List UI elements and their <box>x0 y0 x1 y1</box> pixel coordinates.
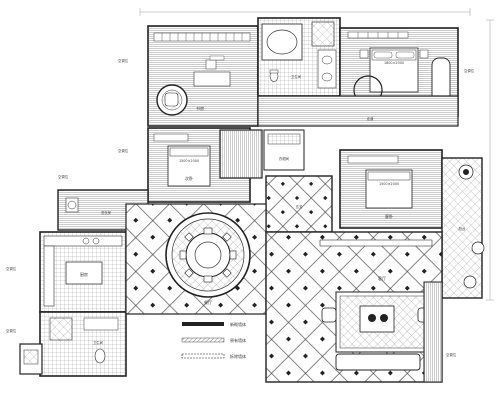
legend-swatch-demo <box>181 353 225 359</box>
room-study: 书房 <box>147 25 259 127</box>
room-label-wardrobe: 衣帽间 <box>279 156 290 161</box>
room-label-balcony: 阳台 <box>459 226 466 231</box>
annotation-6: 空调位 <box>464 68 475 73</box>
bed-size-bedroom2: 1500×2000 <box>179 159 199 163</box>
room-wardrobe: 衣帽间 <box>219 129 305 179</box>
annotation-7: 空调位 <box>446 352 457 357</box>
room-label-bath-top: 卫生间 <box>291 74 302 79</box>
room-dining: 餐厅 <box>125 203 267 315</box>
legend-swatch-new <box>182 322 224 326</box>
annotation-1: 空调位 <box>118 58 129 63</box>
legend-label-new: 新砌墙体 <box>230 321 246 327</box>
bed-size-master: 1800×2000 <box>384 61 404 65</box>
room-kitchen: 厨房 <box>39 231 127 313</box>
room-foyer: 玄关 <box>265 175 333 233</box>
room-label-foyer: 玄关 <box>296 204 303 209</box>
room-label-bedroom2: 次卧 <box>185 175 193 181</box>
room-balcony: 阳台 <box>441 157 485 299</box>
room-bath-bottom: 卫生间 <box>39 311 127 377</box>
room-bath-top: 卫生间 <box>257 17 341 97</box>
room-label-laundry: 洗衣房 <box>101 210 112 215</box>
legend-label-demo: 拆除墙体 <box>230 353 246 359</box>
living-side-strip <box>423 281 443 383</box>
room-label-kitchen: 厨房 <box>80 271 88 277</box>
annotations: 空调位 空调位 空调位 空调位 空调位 空调位 空调位 <box>6 58 475 357</box>
room-label-bedroom3: 客卧 <box>385 213 393 219</box>
legend-label-old: 原有墙体 <box>230 337 246 343</box>
annotation-2: 空调位 <box>118 148 129 153</box>
wall-legend: 新砌墙体 原有墙体 拆除墙体 <box>181 321 246 359</box>
ac-unit-grille <box>23 349 39 365</box>
legend-swatch-old <box>181 337 225 343</box>
room-corridor: 走道 <box>257 95 459 127</box>
room-label-living: 客厅 <box>378 275 386 281</box>
annotation-5: 空调位 <box>6 328 17 333</box>
room-label-corridor: 走道 <box>367 116 374 121</box>
room-living: 客厅 <box>265 231 443 383</box>
room-bedroom-3: 1500×2000 客卧 <box>339 149 443 229</box>
dimension-lines <box>139 8 494 301</box>
room-label-bath-bottom: 卫生间 <box>93 340 104 345</box>
annotation-3: 空调位 <box>58 174 69 179</box>
bed-size-bedroom3: 1500×2000 <box>379 182 399 186</box>
annotation-4: 空调位 <box>6 266 17 271</box>
room-label-dining: 餐厅 <box>204 299 212 305</box>
room-label-study: 书房 <box>196 105 204 111</box>
